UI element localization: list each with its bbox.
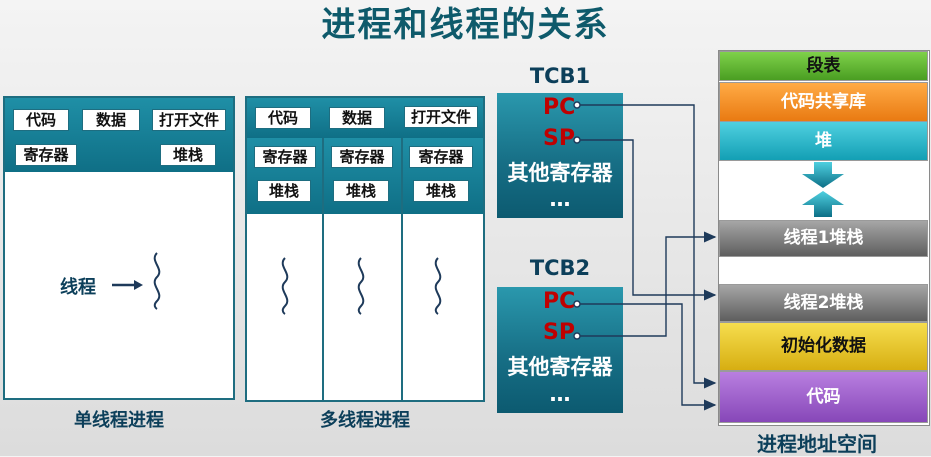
single-thread-caption: 单线程进程 <box>74 410 164 431</box>
thread-3-squiggle-icon <box>434 257 442 315</box>
thread-3-stack-label: 堆栈 <box>413 180 469 202</box>
code-label: 代码 <box>13 109 69 131</box>
segment-initialized-data: 初始化数据 <box>719 322 928 371</box>
thread-squiggle-icon <box>153 252 161 310</box>
segment-shared-library: 代码共享库 <box>719 82 928 122</box>
tcb2-sp-arrow <box>580 231 717 337</box>
thread-2-register-label: 寄存器 <box>331 146 393 168</box>
segment-table: 段表 <box>719 51 928 81</box>
tcb1-box: PC SP 其他寄存器 … <box>497 93 623 218</box>
tcb2-ellipsis: … <box>549 382 571 406</box>
tcb2-pc-register: PC <box>543 289 576 314</box>
diagram-title: 进程和线程的关系 <box>321 5 610 45</box>
growth-arrows-icon <box>802 162 844 217</box>
data-label: 数据 <box>82 109 140 131</box>
segment-heap: 堆 <box>719 121 928 161</box>
tcb2-other-registers: 其他寄存器 <box>507 355 613 379</box>
tcb1-title: TCB1 <box>529 64 591 88</box>
segment-thread2-stack: 线程2堆栈 <box>719 284 928 322</box>
stack-label: 堆栈 <box>160 144 216 166</box>
multi-thread-caption: 多线程进程 <box>320 410 410 431</box>
register-label: 寄存器 <box>15 144 77 166</box>
segment-code: 代码 <box>719 371 928 423</box>
tcb1-sp-arrow <box>580 139 717 301</box>
code-label: 代码 <box>255 107 311 129</box>
thread-label: 线程 <box>60 277 96 298</box>
tcb1-ellipsis: … <box>549 187 571 211</box>
tcb2-pc-arrow <box>580 303 717 411</box>
address-space-caption: 进程地址空间 <box>757 432 877 456</box>
tcb1-other-registers: 其他寄存器 <box>507 161 613 185</box>
tcb1-pc-arrow <box>580 104 717 389</box>
column-divider <box>322 138 324 400</box>
multi-thread-process: 代码 数据 打开文件 寄存器 堆栈 寄存器 堆栈 寄存器 堆栈 <box>245 96 485 402</box>
thread-2-squiggle-icon <box>357 257 365 315</box>
tcb1-pc-register: PC <box>543 95 576 120</box>
tcb1-sp-register: SP <box>543 126 575 151</box>
thread-1-register-label: 寄存器 <box>254 146 316 168</box>
thread-1-stack-label: 堆栈 <box>257 180 311 202</box>
data-label: 数据 <box>329 107 385 129</box>
column-divider <box>401 138 403 400</box>
thread-1-squiggle-icon <box>281 257 289 315</box>
tcb2-sp-register: SP <box>543 320 575 345</box>
thread-arrow-icon <box>112 280 143 290</box>
thread-2-stack-label: 堆栈 <box>333 180 389 202</box>
open-files-label: 打开文件 <box>152 109 226 131</box>
segment-thread1-stack: 线程1堆栈 <box>719 220 928 257</box>
tcb2-title: TCB2 <box>529 256 591 280</box>
tcb2-box: PC SP 其他寄存器 … <box>497 287 623 413</box>
thread-3-register-label: 寄存器 <box>409 146 473 168</box>
open-files-label: 打开文件 <box>404 106 478 128</box>
single-thread-process: 代码 数据 打开文件 寄存器 堆栈 线程 <box>3 96 235 400</box>
